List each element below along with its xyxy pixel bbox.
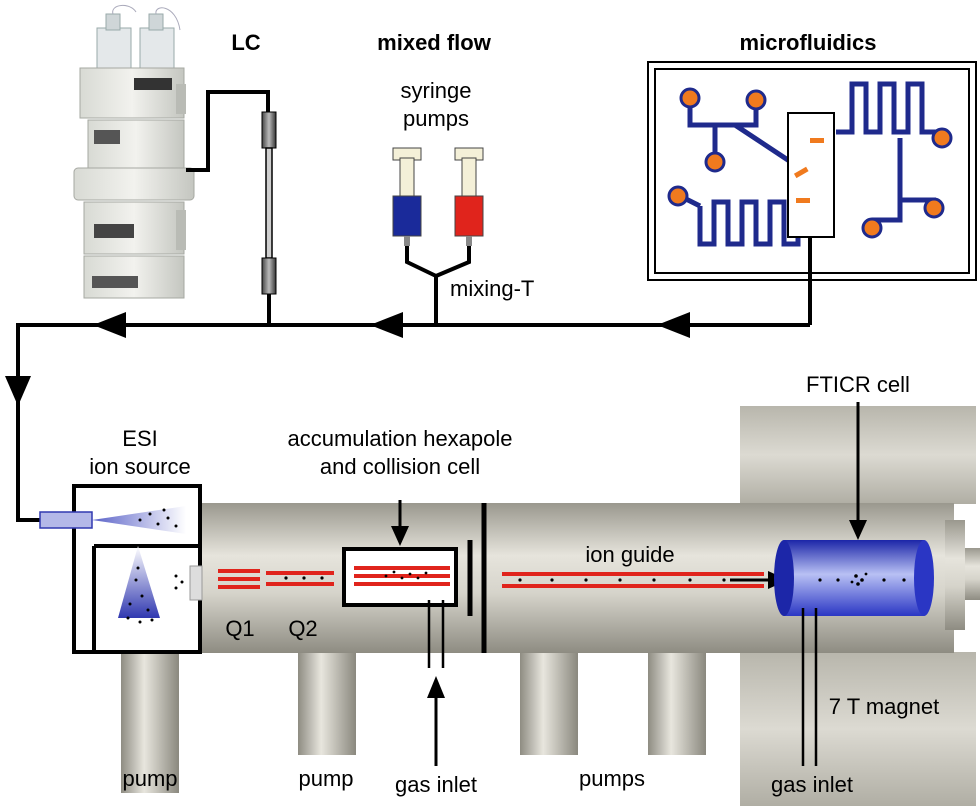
flow-arrow-1 <box>657 312 690 338</box>
lc-tubing <box>186 90 270 172</box>
accumulation-hexapole <box>342 540 473 616</box>
pump-label-2: pump <box>298 766 353 791</box>
flow-arrow-2 <box>370 312 403 338</box>
fticr-cell <box>774 540 934 616</box>
q2-quadrupole <box>266 571 334 586</box>
pointer-arrows <box>391 402 867 766</box>
q1-quadrupole <box>218 569 260 589</box>
lc-column <box>261 111 277 325</box>
q2-label: Q2 <box>288 616 317 641</box>
flow-line <box>5 312 810 522</box>
fticr-cell-label: FTICR cell <box>806 372 910 397</box>
mixing-t-lines <box>405 246 471 325</box>
ion-source-label: ion source <box>89 454 191 479</box>
pump-pipes <box>121 653 706 793</box>
microfluidic-chip <box>647 61 977 325</box>
esi-ion-source <box>39 484 203 654</box>
lc-instrument <box>73 5 195 299</box>
ion-guide-label: ion guide <box>585 542 674 567</box>
syringe-blue <box>392 147 422 246</box>
mixed-flow-label: mixed flow <box>377 30 492 55</box>
q1-label: Q1 <box>225 616 254 641</box>
gas-inlet-label-2: gas inlet <box>771 772 853 797</box>
magnet-label: 7 T magnet <box>829 694 939 719</box>
collision-cell-label: and collision cell <box>320 454 480 479</box>
mixing-t-label: mixing-T <box>450 276 534 301</box>
esi-label: ESI <box>122 426 157 451</box>
pumps-label-top: pumps <box>403 106 469 131</box>
accumulation-hexapole-label: accumulation hexapole <box>287 426 512 451</box>
flow-arrow-4 <box>5 376 31 406</box>
gas-inlet-2-tube <box>801 608 818 766</box>
flow-arrow-3 <box>93 312 126 338</box>
gas-inlet-1-tube <box>427 600 445 668</box>
lc-label: LC <box>231 30 260 55</box>
gas-inlet-label-1: gas inlet <box>395 772 477 797</box>
solvent-bottles <box>96 5 181 71</box>
pumps-label: pumps <box>579 766 645 791</box>
pump-label-1: pump <box>122 766 177 791</box>
syringe-label: syringe <box>401 78 472 103</box>
syringe-red <box>454 147 484 246</box>
microfluidics-label: microfluidics <box>740 30 877 55</box>
